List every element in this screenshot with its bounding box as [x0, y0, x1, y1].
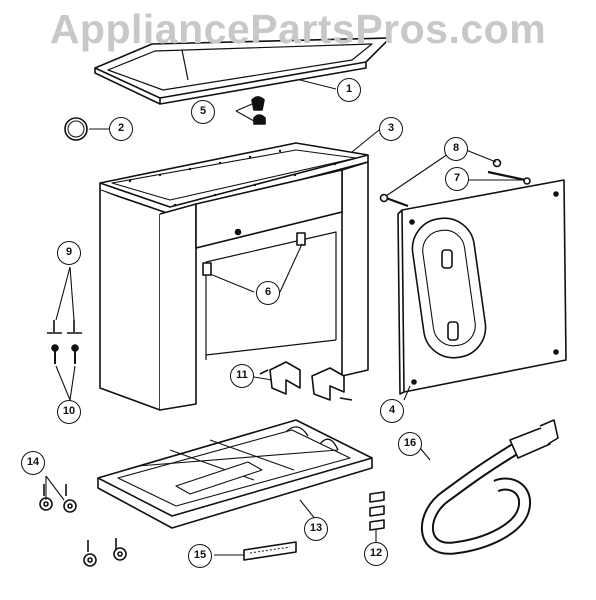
callout-1: 1 [337, 78, 361, 102]
callout-13: 13 [304, 517, 328, 541]
rear-panel-part [397, 179, 567, 395]
caster-part [39, 484, 127, 567]
leader-lines [45, 79, 522, 556]
cabinet-frame-part [99, 142, 369, 411]
label-plate-part [243, 541, 297, 561]
callout-3: 3 [379, 117, 403, 141]
watermark-text: AppliancePartsPros.com [49, 6, 547, 52]
grommet-part [251, 96, 266, 125]
callout-6: 6 [256, 281, 280, 305]
callout-12: 12 [364, 542, 388, 566]
callout-2: 2 [109, 117, 133, 141]
callout-16: 16 [398, 432, 422, 456]
base-frame-part [97, 419, 373, 529]
clip-part [369, 491, 385, 531]
callout-4: 4 [380, 399, 404, 423]
callout-8: 8 [444, 137, 468, 161]
callout-10: 10 [57, 400, 81, 424]
callout-9: 9 [57, 241, 81, 265]
round-cap-part [64, 117, 88, 141]
callout-14: 14 [21, 451, 45, 475]
callout-11: 11 [230, 364, 254, 388]
top-lid-part [94, 37, 391, 105]
bracket-part [259, 361, 353, 401]
drain-hose-part [420, 419, 559, 555]
screw-part [379, 158, 531, 208]
callout-15: 15 [188, 544, 212, 568]
leveling-foot-part [47, 320, 82, 364]
callout-5: 5 [191, 100, 215, 124]
callout-7: 7 [445, 167, 469, 191]
